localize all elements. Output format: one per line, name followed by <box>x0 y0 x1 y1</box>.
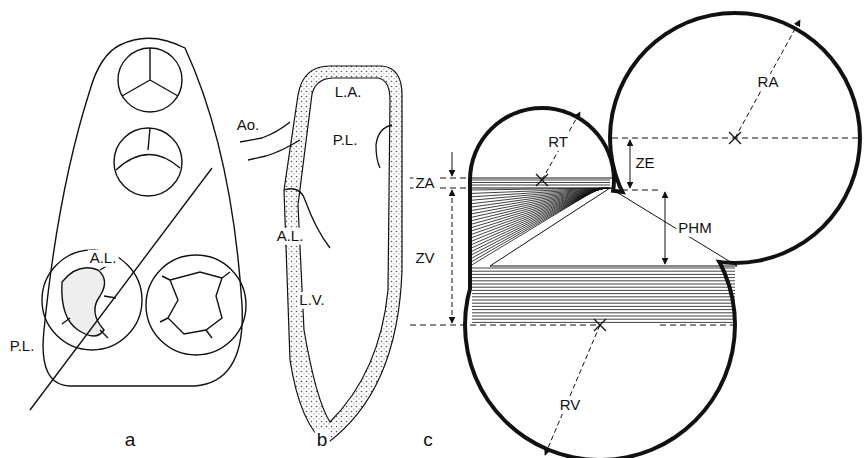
part-label: RT <box>546 134 570 151</box>
panel-letter: c <box>421 430 435 451</box>
aorta-and-leaflets <box>240 122 392 248</box>
dimension-lines <box>410 20 860 455</box>
fibre-lines <box>472 180 735 322</box>
part-label: ZA <box>413 175 436 192</box>
panel-letter: b <box>315 430 330 451</box>
heart-wall <box>284 66 402 444</box>
part-label: PHM <box>676 220 713 237</box>
part-label: ZE <box>633 155 656 172</box>
part-label: ZV <box>413 250 436 267</box>
part-label: A.L. <box>88 250 119 267</box>
part-label: P.L. <box>8 338 37 355</box>
valve-plane <box>30 38 246 410</box>
part-label: RA <box>756 74 781 91</box>
part-label: Ao. <box>235 117 262 134</box>
part-label: P.L. <box>331 132 360 149</box>
chamber-model <box>463 11 862 458</box>
part-label: RV <box>558 397 583 414</box>
part-label: L.A. <box>333 84 364 101</box>
heart-cavity <box>298 78 390 422</box>
part-label: L.V. <box>297 292 326 309</box>
part-label: A.L. <box>275 228 306 245</box>
panel-letter: a <box>123 430 138 451</box>
